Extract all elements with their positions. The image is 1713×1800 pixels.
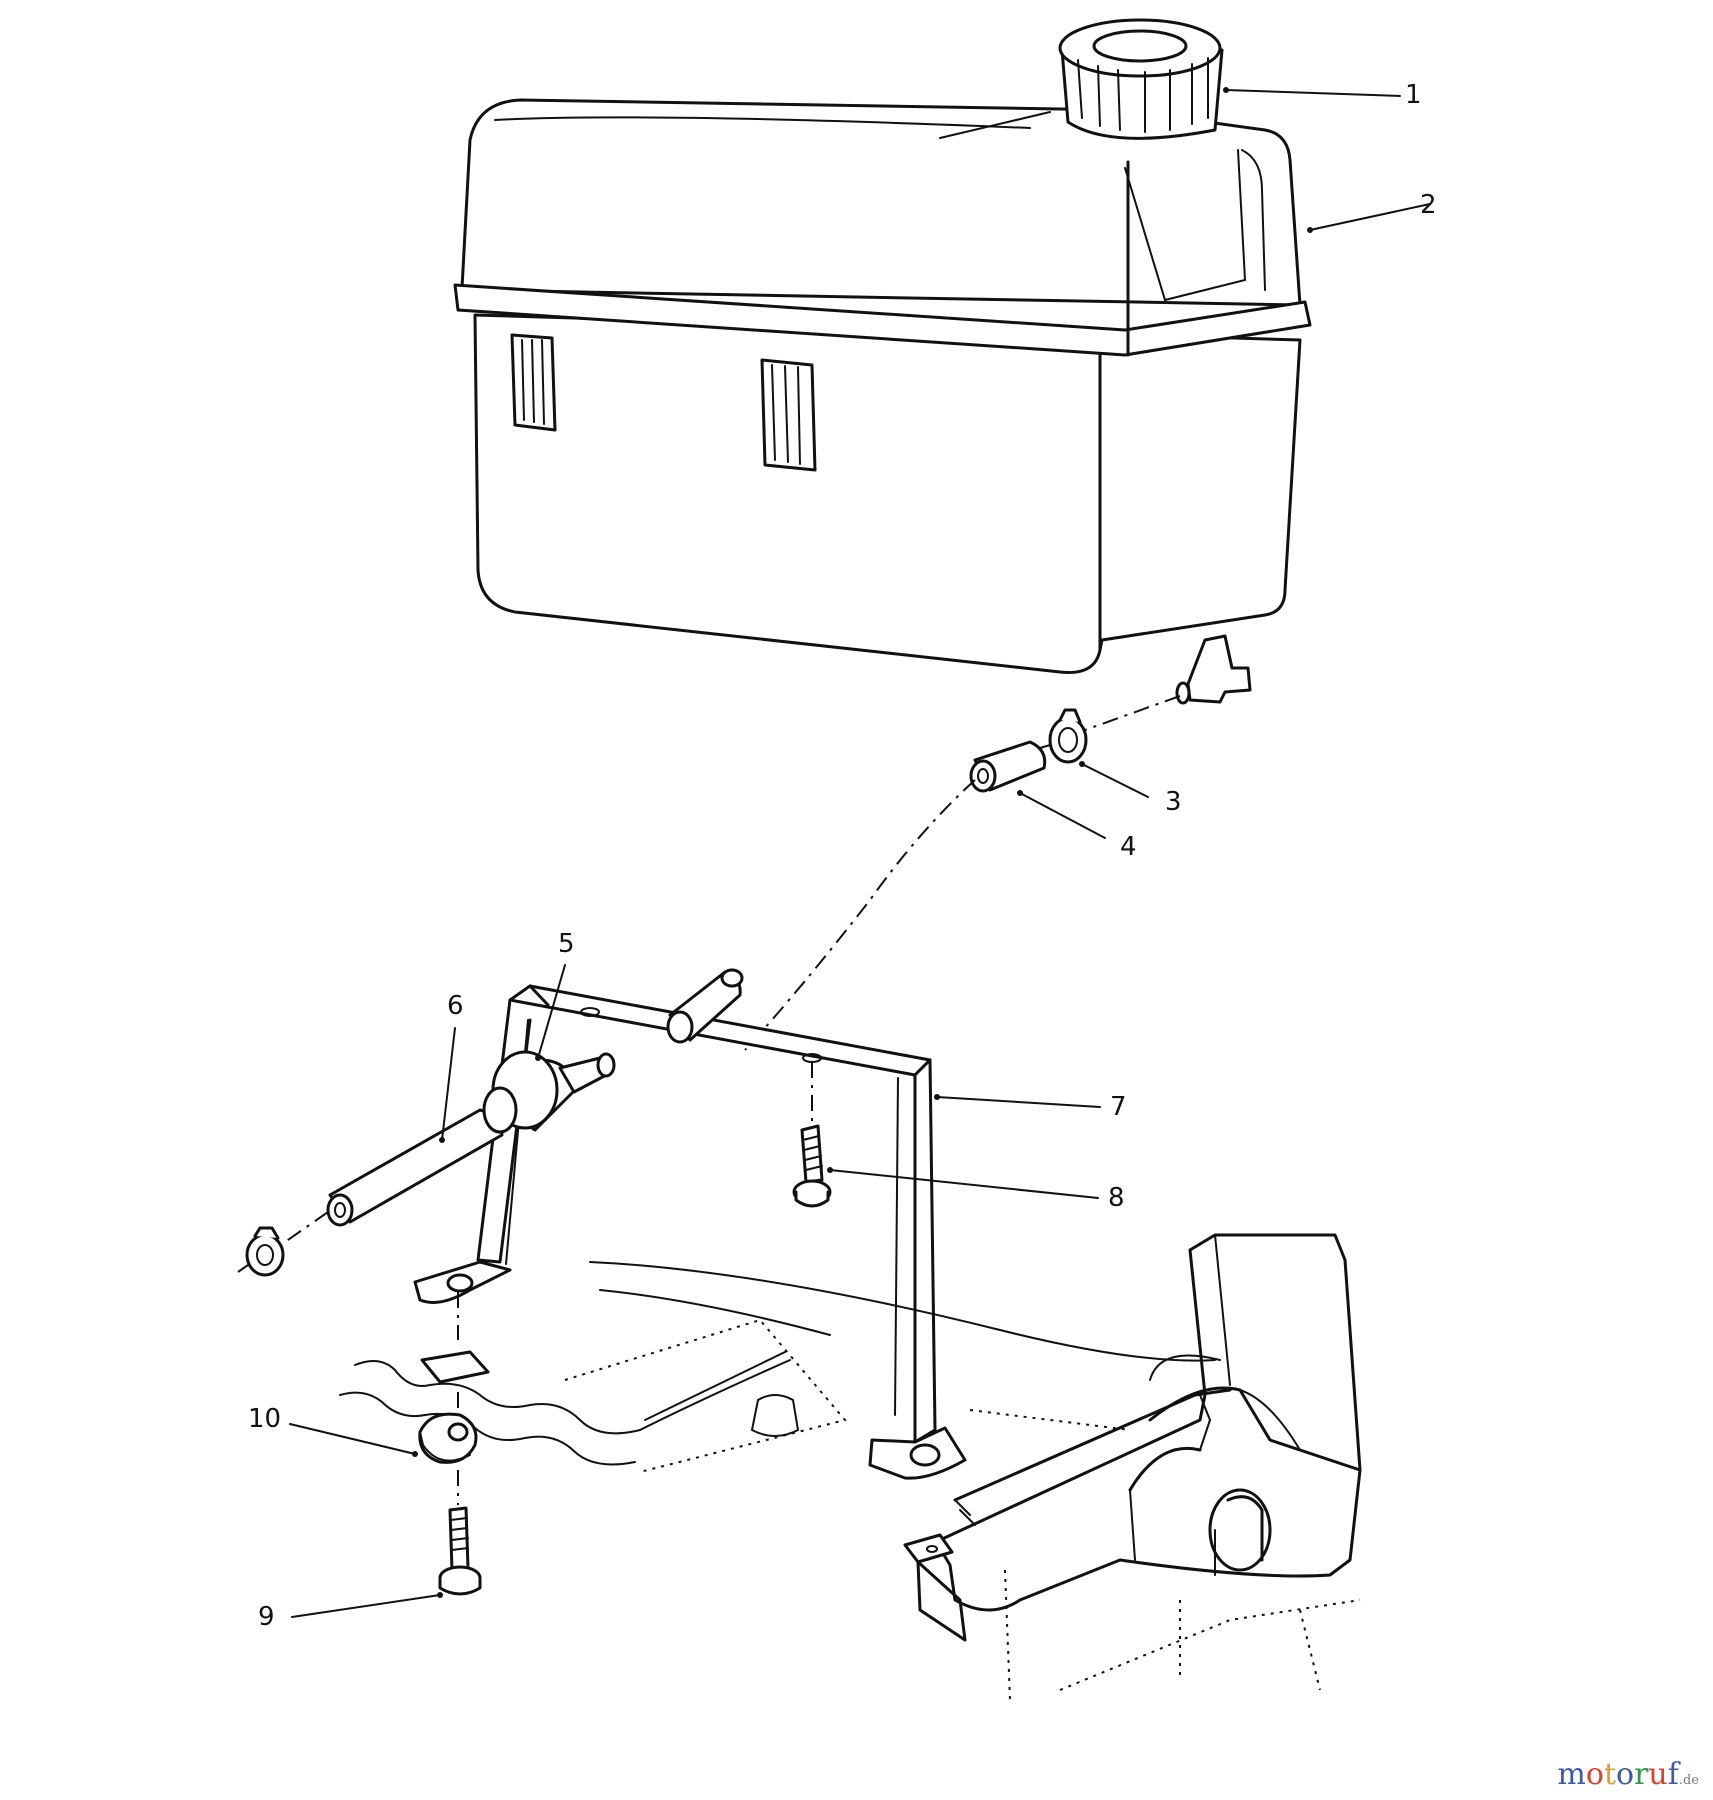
callout-10: 10: [248, 1404, 281, 1434]
callout-4: 4: [1120, 832, 1137, 862]
watermark-letter-o1: o: [1585, 1757, 1604, 1792]
callout-6: 6: [447, 991, 464, 1021]
watermark-suffix: .de: [1678, 1773, 1699, 1788]
watermark-logo: motoruf.de: [1557, 1757, 1699, 1792]
callout-8: 8: [1108, 1183, 1125, 1213]
hose-clamp-lower: [245, 1226, 285, 1277]
bracket-screw: [792, 1124, 832, 1208]
callout-3: 3: [1165, 787, 1182, 817]
fuel-tank: [453, 98, 1312, 705]
tank-latch-right: [760, 358, 817, 472]
leader-lines: [289, 87, 1431, 1618]
watermark-letter-r: r: [1634, 1757, 1649, 1792]
watermark-letter-t: t: [1603, 1757, 1616, 1792]
fuel-hose-short: [969, 740, 1047, 793]
watermark-letter-u: u: [1648, 1757, 1668, 1792]
hose-clamp-upper: [1048, 708, 1088, 764]
tank-latch-left: [510, 333, 557, 432]
tank-bracket: [413, 984, 967, 1480]
watermark-letter-o2: o: [1616, 1757, 1635, 1792]
fuel-filter: [482, 1050, 616, 1134]
callout-7: 7: [1110, 1092, 1127, 1122]
clip-nut: [418, 1412, 478, 1464]
hex-bolt: [438, 1506, 482, 1596]
watermark-letter-m: m: [1557, 1757, 1586, 1792]
watermark-letter-f: f: [1667, 1757, 1679, 1792]
callout-1: 1: [1405, 80, 1422, 110]
callout-5: 5: [558, 929, 575, 959]
callout-2: 2: [1420, 190, 1437, 220]
mower-frame: [339, 1233, 1362, 1701]
callout-9: 9: [258, 1602, 275, 1632]
fuel-cap: [1058, 18, 1224, 140]
